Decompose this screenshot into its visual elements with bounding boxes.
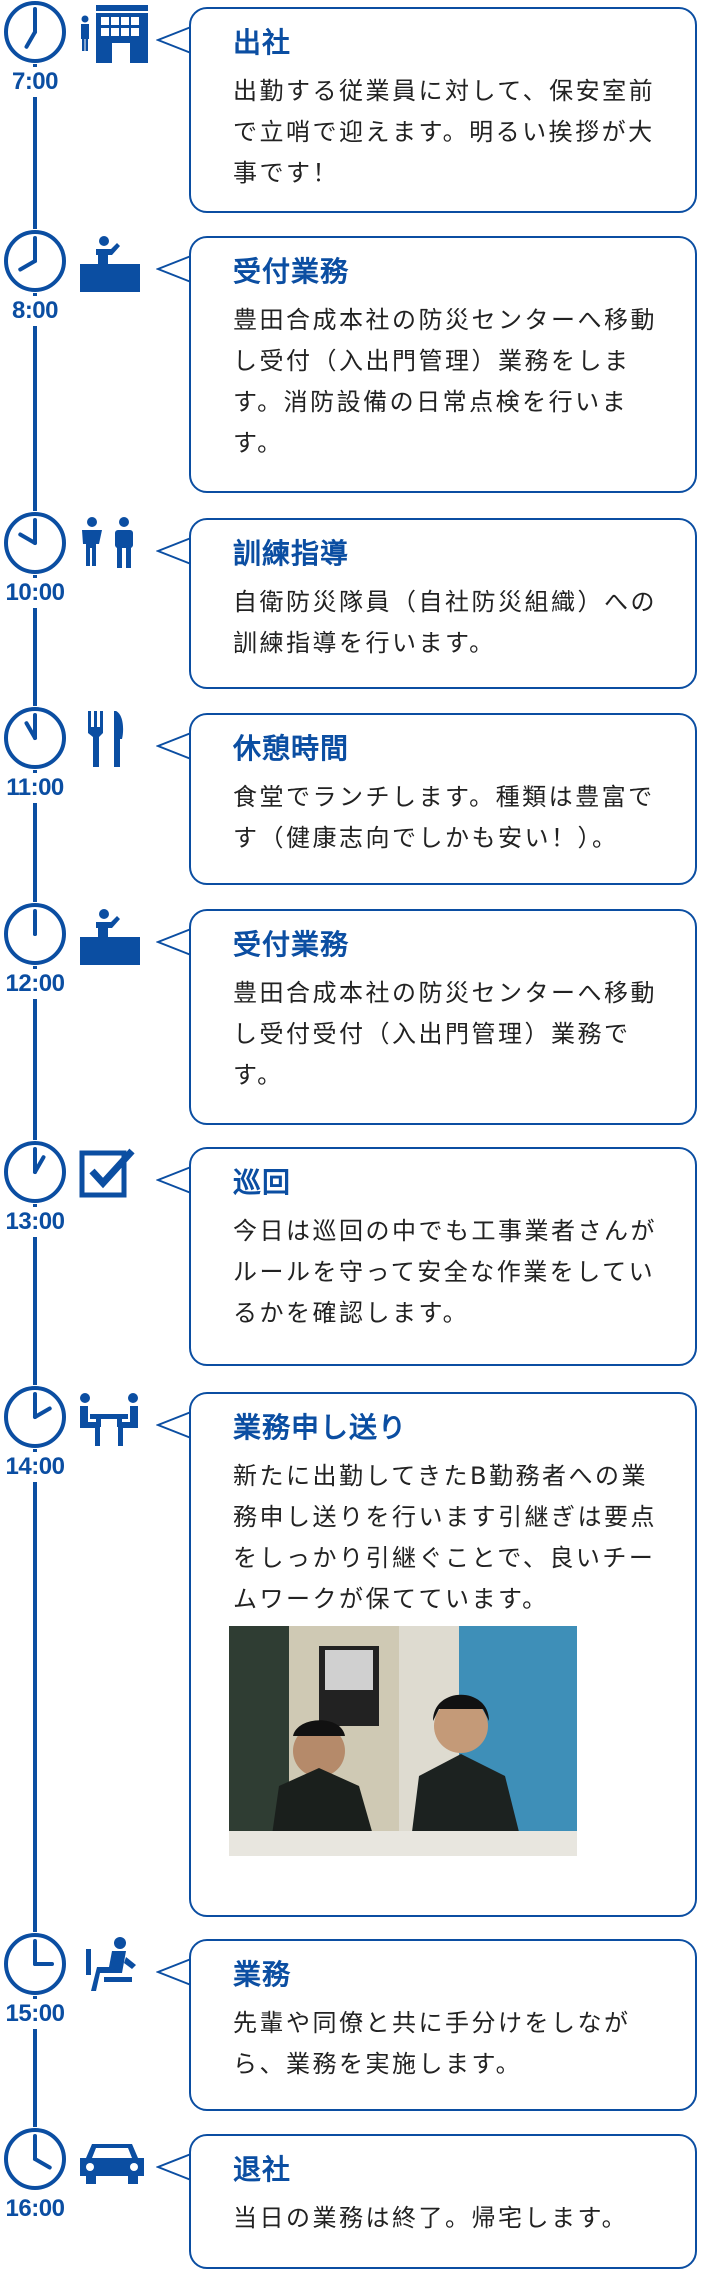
timeline-entry-1300: 13:00 巡回 今日は巡回の中でも工事業者さんがルールを守って安全な作業をして… — [0, 1140, 702, 1366]
entry-title: 退社 — [233, 2153, 292, 2186]
timeline-entry-1400: 14:00 業務申し送り 新たに出勤してきたB勤務者への業務申し送りを行います引… — [0, 1385, 702, 1917]
entry-title: 休憩時間 — [233, 732, 350, 765]
entry-title: 訓練指導 — [233, 537, 350, 570]
entry-title: 受付業務 — [233, 255, 350, 288]
speech-bubble-tail — [156, 928, 192, 956]
speech-bubble-tail — [156, 26, 192, 54]
timeline-line — [33, 40, 37, 2190]
two-people-icon — [76, 514, 152, 574]
clock-icon — [3, 0, 67, 64]
timeline-entry-700: 7:00 出社 出勤する従業員に対して、保安室前で立哨で迎えます。明るい挨拶が大… — [0, 0, 702, 213]
time-label: 16:00 — [0, 2194, 70, 2224]
clock-icon — [3, 1140, 67, 1204]
speech-bubble-tail — [156, 732, 192, 760]
entry-description: 豊田合成本社の防災センターへ移動し受付受付（入出門管理）業務です。 — [233, 979, 657, 1089]
time-label: 14:00 — [0, 1452, 70, 1482]
speech-bubble-tail — [156, 2153, 192, 2181]
speech-bubble: 受付業務 豊田合成本社の防災センターへ移動し受付（入出門管理）業務をします。消防… — [189, 236, 697, 493]
time-label: 11:00 — [0, 773, 70, 803]
timeline-entry-1200: 12:00 受付業務 豊田合成本社の防災センターへ移動し受付受付（入出門管理）業… — [0, 902, 702, 1125]
entry-title: 巡回 — [233, 1166, 292, 1199]
entry-description: 先輩や同僚と共に手分けをしながら、業務を実施します。 — [233, 2009, 631, 2078]
speech-bubble: 退社 当日の業務は終了。帰宅します。 — [189, 2134, 697, 2269]
fork-knife-icon — [76, 709, 152, 769]
clock-icon — [3, 902, 67, 966]
time-label: 13:00 — [0, 1207, 70, 1237]
entry-description: 自衛防災隊員（自社防災組織）への訓練指導を行います。 — [233, 588, 657, 657]
clock-icon — [3, 511, 67, 575]
meeting-icon — [76, 1388, 152, 1448]
timeline-entry-1000: 10:00 訓練指導 自衛防災隊員（自社防災組織）への訓練指導を行います。 — [0, 511, 702, 689]
timeline-entry-800: 8:00 受付業務 豊田合成本社の防災センターへ移動し受付（入出門管理）業務をし… — [0, 229, 702, 493]
time-label: 15:00 — [0, 1999, 70, 2029]
speech-bubble: 出社 出勤する従業員に対して、保安室前で立哨で迎えます。明るい挨拶が大事です！ — [189, 7, 697, 213]
clock-icon — [3, 706, 67, 770]
entry-description: 当日の業務は終了。帰宅します。 — [233, 2204, 629, 2232]
entry-title: 業務申し送り — [233, 1411, 408, 1444]
speech-bubble: 業務申し送り 新たに出勤してきたB勤務者への業務申し送りを行います引継ぎは要点を… — [189, 1392, 697, 1917]
speech-bubble: 休憩時間 食堂でランチします。種類は豊富です（健康志向でしかも安い！）。 — [189, 713, 697, 885]
speech-bubble-tail — [156, 537, 192, 565]
time-label: 7:00 — [0, 67, 70, 97]
entry-title: 受付業務 — [233, 928, 350, 961]
clock-icon — [3, 1932, 67, 1996]
building-person-icon — [76, 3, 152, 63]
desk-worker-icon — [76, 1935, 152, 1995]
timeline-entry-1500: 15:00 業務 先輩や同僚と共に手分けをしながら、業務を実施します。 — [0, 1932, 702, 2111]
time-label: 8:00 — [0, 296, 70, 326]
entry-description: 豊田合成本社の防災センターへ移動し受付（入出門管理）業務をします。消防設備の日常… — [233, 306, 657, 457]
clock-icon — [3, 229, 67, 293]
clock-icon — [3, 1385, 67, 1449]
entry-description: 食堂でランチします。種類は豊富です（健康志向でしかも安い！）。 — [233, 783, 655, 852]
speech-bubble: 受付業務 豊田合成本社の防災センターへ移動し受付受付（入出門管理）業務です。 — [189, 909, 697, 1125]
entry-title: 出社 — [233, 26, 292, 59]
entry-title: 業務 — [233, 1958, 292, 1991]
reception-desk-icon — [76, 232, 152, 292]
timeline-entry-1100: 11:00 休憩時間 食堂でランチします。種類は豊富です（健康志向でしかも安い！… — [0, 706, 702, 885]
car-icon — [76, 2130, 152, 2190]
speech-bubble-tail — [156, 1411, 192, 1439]
time-label: 10:00 — [0, 578, 70, 608]
timeline-entry-1600: 16:00 退社 当日の業務は終了。帰宅します。 — [0, 2127, 702, 2269]
reception-desk-icon — [76, 905, 152, 965]
speech-bubble-tail — [156, 255, 192, 283]
entry-description: 今日は巡回の中でも工事業者さんがルールを守って安全な作業をしているかを確認します… — [233, 1217, 657, 1327]
time-label: 12:00 — [0, 969, 70, 999]
checkbox-icon — [76, 1143, 152, 1203]
speech-bubble-tail — [156, 1958, 192, 1986]
speech-bubble: 業務 先輩や同僚と共に手分けをしながら、業務を実施します。 — [189, 1939, 697, 2111]
entry-description: 出勤する従業員に対して、保安室前で立哨で迎えます。明るい挨拶が大事です！ — [233, 77, 656, 187]
speech-bubble: 訓練指導 自衛防災隊員（自社防災組織）への訓練指導を行います。 — [189, 518, 697, 689]
clock-icon — [3, 2127, 67, 2191]
entry-description: 新たに出勤してきたB勤務者への業務申し送りを行います引継ぎは要点をしっかり引継ぐ… — [233, 1462, 657, 1613]
handover-photo — [229, 1626, 577, 1856]
speech-bubble-tail — [156, 1166, 192, 1194]
speech-bubble: 巡回 今日は巡回の中でも工事業者さんがルールを守って安全な作業をしているかを確認… — [189, 1147, 697, 1366]
